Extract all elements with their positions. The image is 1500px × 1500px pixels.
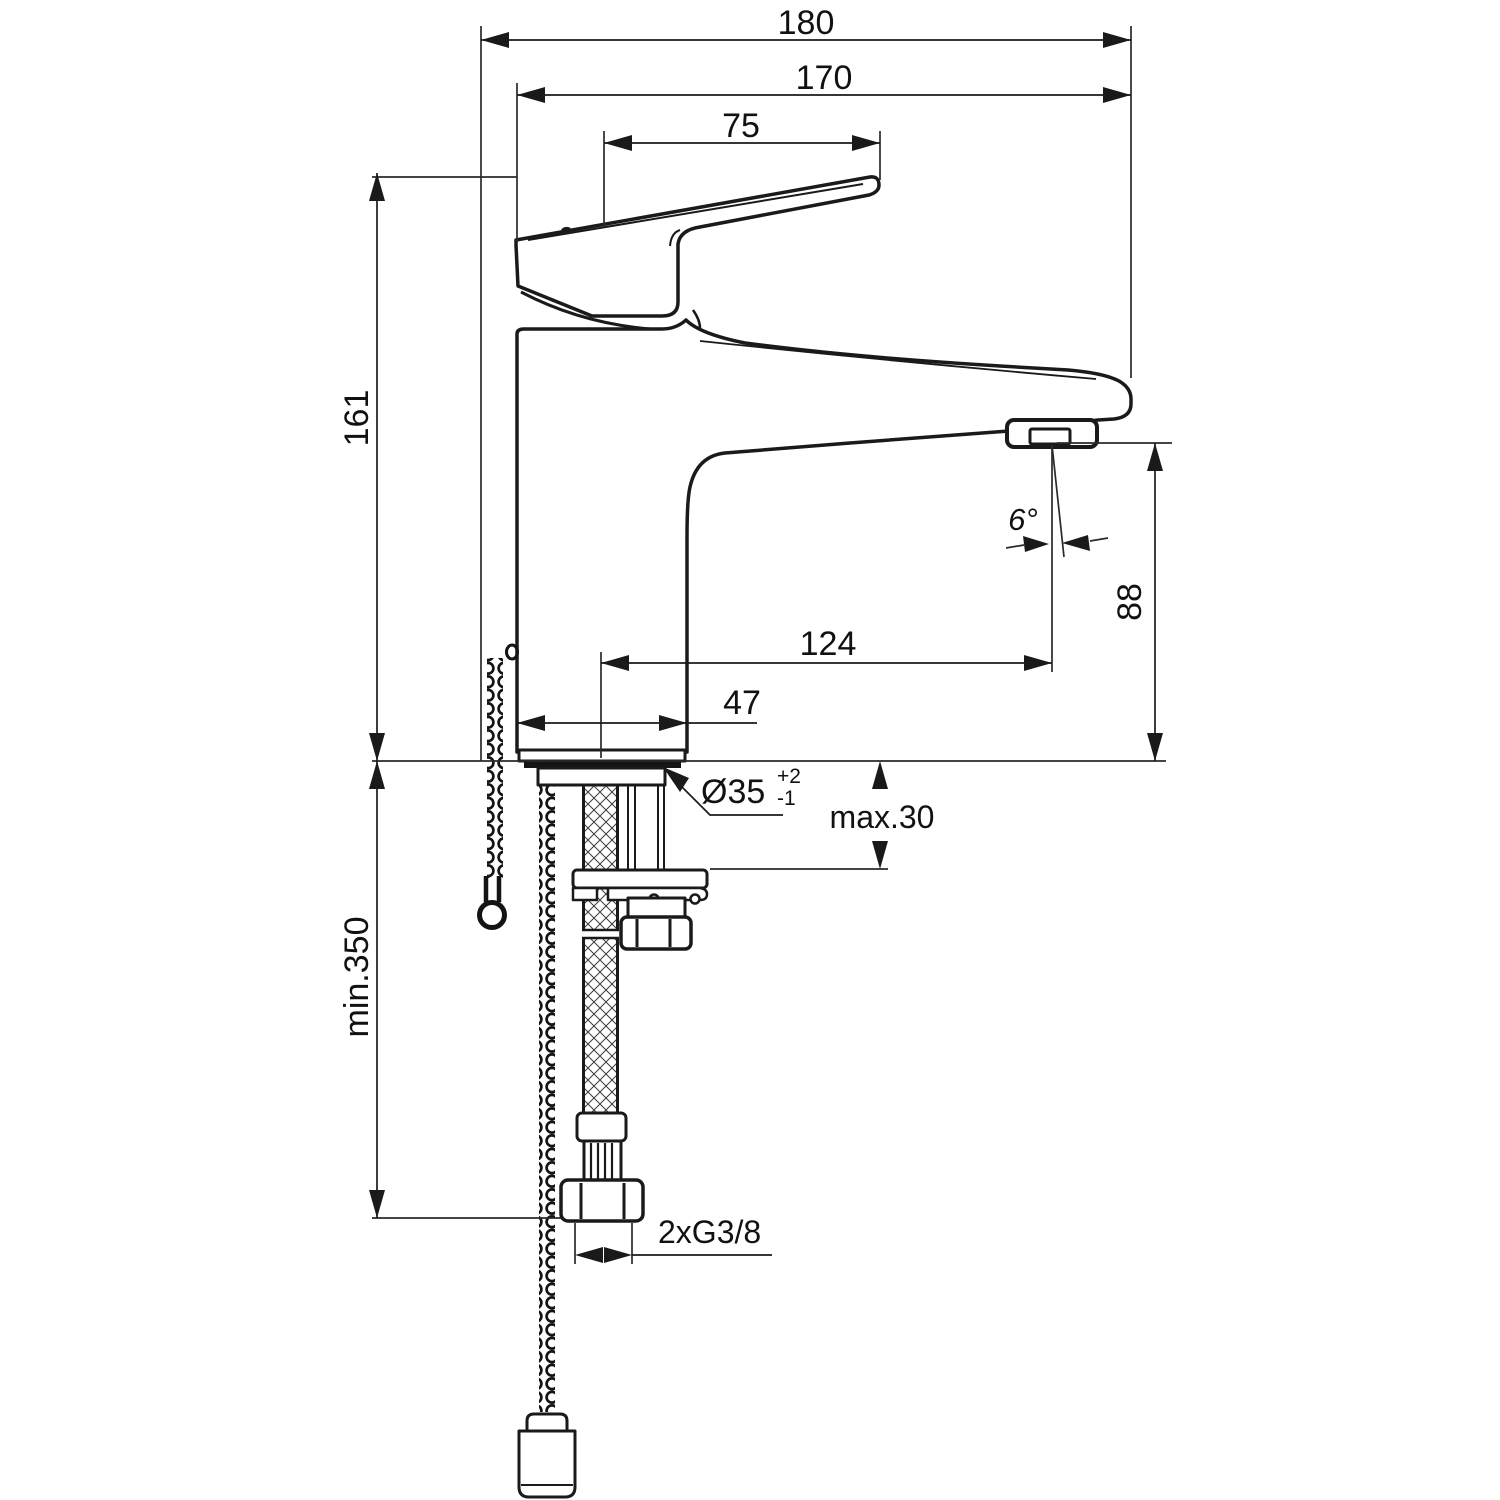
spout-highlight-line [699,340,1097,380]
drain-plug [517,1412,577,1499]
dimension-hole-diameter: Ø35 +2 -1 [663,765,801,816]
chain-top-link [505,643,519,661]
dim-label-dia35-plus: +2 [777,765,801,788]
hose-rib-lines [589,1143,614,1179]
dimension-75: 75 [604,107,880,151]
hose-connection-nut [559,1178,645,1223]
hose-end-collar [575,1111,628,1143]
chain-short [487,658,503,878]
plug-cap [525,1412,569,1433]
bracket-notch [689,893,701,905]
hose-end-ribs [582,1139,623,1183]
bracket-left-lip [571,886,599,902]
dim-label-dia35-minus: -1 [777,787,796,810]
supply-hose [559,785,645,1223]
dim-label-161: 161 [338,390,376,447]
dim-label-max30: max.30 [830,799,935,835]
faucet-body-spout [515,318,1133,754]
dome-right-edge [691,309,702,329]
dim-label-thread: 2xG3/8 [658,1214,761,1250]
dimension-min350: min.350 [338,761,385,1218]
dimension-161: 161 [338,173,385,761]
hook-ring [477,900,507,930]
dimension-47: 47 [517,684,761,731]
dim-label-88: 88 [1111,583,1149,621]
clamp-bracket [571,868,709,890]
chain-long [539,786,555,1412]
plug-body [517,1429,577,1499]
dimension-angle-6deg: 6° [1008,502,1090,552]
rear-hose-connector [626,896,687,919]
rear-hose-nut [619,915,693,951]
handle-indicator-dot [561,226,571,234]
aerator-outlet [1028,427,1072,446]
extension-lines [372,26,1172,1264]
clamp-bracket-assembly [571,868,709,951]
dim-label-47: 47 [723,684,761,722]
mounting-flange [536,766,667,787]
lever-top-edge-line [527,183,864,241]
dim-label-6deg: 6° [1008,502,1038,537]
dim-label-180: 180 [778,4,835,42]
faucet [514,175,1133,768]
dimension-88: 88 [1111,443,1163,761]
dimension-170: 170 [517,59,1131,103]
dimension-max30: max.30 [830,761,935,869]
threaded-studs [627,785,665,870]
lever-neck-curve [669,229,681,247]
cartridge-dome [520,290,651,331]
pop-up-chain [477,643,577,1499]
dim-label-170: 170 [796,59,853,97]
base-ring [517,748,687,763]
dimension-thread: 2xG3/8 [575,1214,772,1263]
dim-label-124: 124 [800,625,857,663]
dim-label-min350: min.350 [338,917,376,1038]
lever-handle [514,175,881,318]
dimension-124: 124 [601,625,1052,671]
mounting-hardware [536,766,667,870]
dimension-180: 180 [481,4,1131,48]
dim-label-dia35: Ø35 [701,773,765,811]
hose-braid [584,786,617,1115]
base-gasket [524,760,681,768]
hose-seam [582,930,619,938]
dim-label-75: 75 [722,107,760,145]
